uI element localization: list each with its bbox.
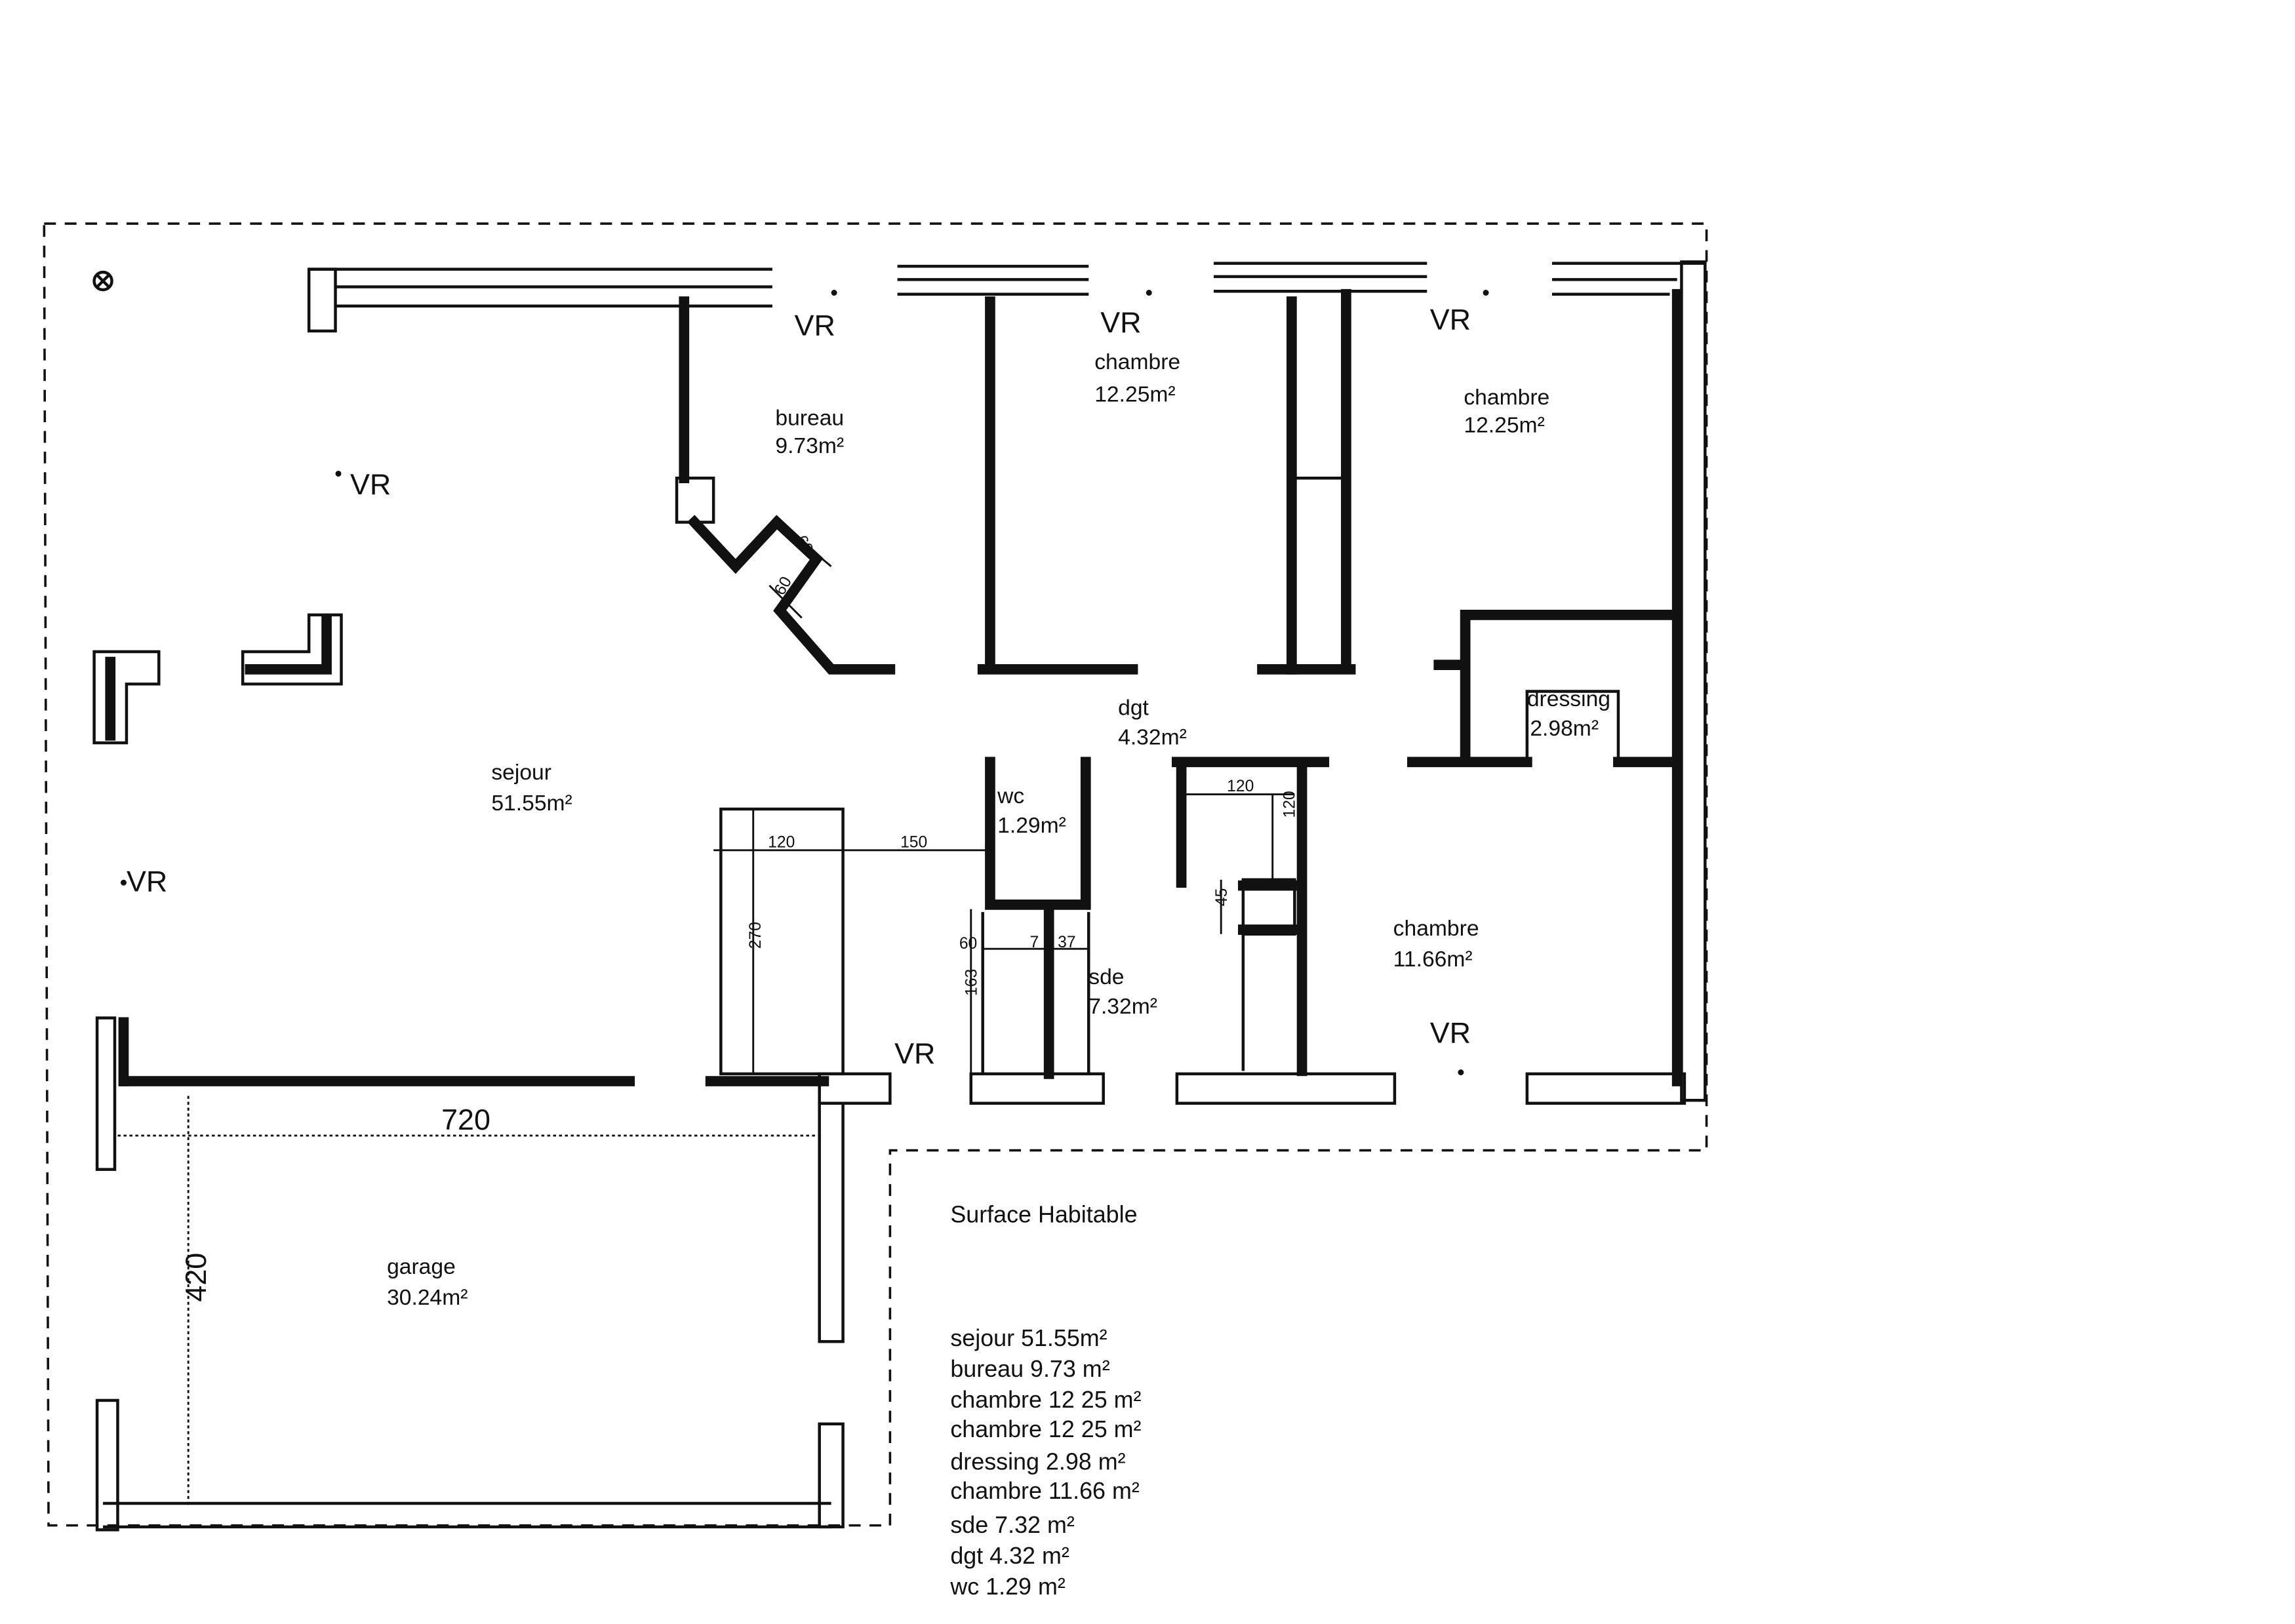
room-chambre-3: chambre 11.66m²	[1393, 917, 1479, 972]
svg-text:dressing: dressing	[1527, 687, 1610, 711]
room-garage: garage 30.24m²	[387, 1255, 468, 1310]
svg-text:7.32m²: 7.32m²	[1088, 995, 1157, 1019]
summary-item: wc 1.29 m²	[949, 1574, 1065, 1600]
room-dressing: dressing 2.98m²	[1527, 687, 1610, 741]
compass-symbol	[92, 270, 113, 292]
svg-text:chambre: chambre	[1094, 350, 1180, 374]
vr-markers: VR VR VR VR VR VR VR	[120, 290, 1489, 1076]
dimension-label: 120	[1281, 791, 1298, 818]
svg-text:1.29m²: 1.29m²	[997, 814, 1066, 838]
dimension-label: 120	[1227, 778, 1254, 795]
dimension-label: 45	[1213, 888, 1231, 906]
vr-label: VR	[1430, 1016, 1471, 1050]
room-dgt: dgt 4.32m²	[1118, 696, 1187, 749]
summary-title: Surface Habitable	[950, 1201, 1137, 1227]
exterior-walls	[92, 260, 1707, 1532]
garage-depth-label: 420	[179, 1253, 212, 1302]
svg-text:2.98m²: 2.98m²	[1530, 717, 1599, 741]
svg-text:sde: sde	[1088, 965, 1124, 989]
vr-label: VR	[894, 1037, 935, 1070]
summary-item: chambre 11.66 m²	[950, 1478, 1140, 1504]
dimension-label: 120	[768, 833, 795, 851]
summary-item: chambre 12 25 m²	[950, 1416, 1141, 1442]
dimension-label: 60	[959, 935, 977, 953]
vr-label: VR	[795, 309, 835, 342]
garage-width-label: 720	[441, 1103, 490, 1136]
vr-label: VR	[350, 467, 391, 501]
svg-text:11.66m²: 11.66m²	[1393, 947, 1473, 972]
svg-text:garage: garage	[387, 1255, 456, 1279]
svg-text:wc: wc	[997, 784, 1024, 808]
dimension-label: 37	[1058, 934, 1075, 951]
room-sde: sde 7.32m²	[1088, 965, 1157, 1019]
svg-text:9.73m²: 9.73m²	[775, 434, 844, 458]
summary-item: sejour 51.55m²	[950, 1325, 1107, 1351]
dimension-label: 270	[747, 922, 765, 949]
room-sejour: sejour 51.55m²	[491, 761, 572, 816]
vr-label: VR	[127, 865, 167, 898]
room-chambre-2: chambre 12.25m²	[1464, 386, 1549, 438]
room-chambre-1: chambre 12.25m²	[1094, 350, 1180, 406]
room-wc: wc 1.29m²	[997, 784, 1066, 838]
room-bureau: bureau 9.73m²	[775, 406, 844, 458]
svg-text:30.24m²: 30.24m²	[387, 1286, 468, 1310]
vr-label: VR	[1100, 306, 1141, 339]
summary-item: dressing 2.98 m²	[950, 1448, 1125, 1475]
svg-text:sejour: sejour	[491, 761, 551, 785]
summary-item: dgt 4.32 m²	[950, 1543, 1069, 1569]
surface-summary: Surface Habitable sejour 51.55m² bureau …	[949, 1201, 1141, 1600]
svg-text:12.25m²: 12.25m²	[1094, 383, 1175, 407]
dimension-label: 150	[900, 833, 927, 851]
summary-item: bureau 9.73 m²	[950, 1356, 1109, 1382]
vr-label: VR	[1430, 303, 1471, 336]
summary-item: sde 7.32 m²	[950, 1512, 1074, 1538]
summary-item: chambre 12 25 m²	[950, 1387, 1141, 1413]
svg-text:51.55m²: 51.55m²	[491, 791, 572, 816]
svg-text:chambre: chambre	[1464, 386, 1549, 410]
svg-text:12.25m²: 12.25m²	[1464, 414, 1544, 438]
dimension-label: 163	[963, 969, 981, 996]
svg-text:bureau: bureau	[775, 406, 844, 430]
svg-text:chambre: chambre	[1393, 917, 1479, 941]
dimension-label: 7	[1030, 934, 1039, 951]
interior-walls	[675, 288, 1680, 1079]
svg-text:4.32m²: 4.32m²	[1118, 725, 1187, 749]
svg-text:dgt: dgt	[1118, 696, 1149, 720]
property-boundary	[43, 222, 1708, 1527]
dimension-lines	[117, 528, 1295, 1508]
